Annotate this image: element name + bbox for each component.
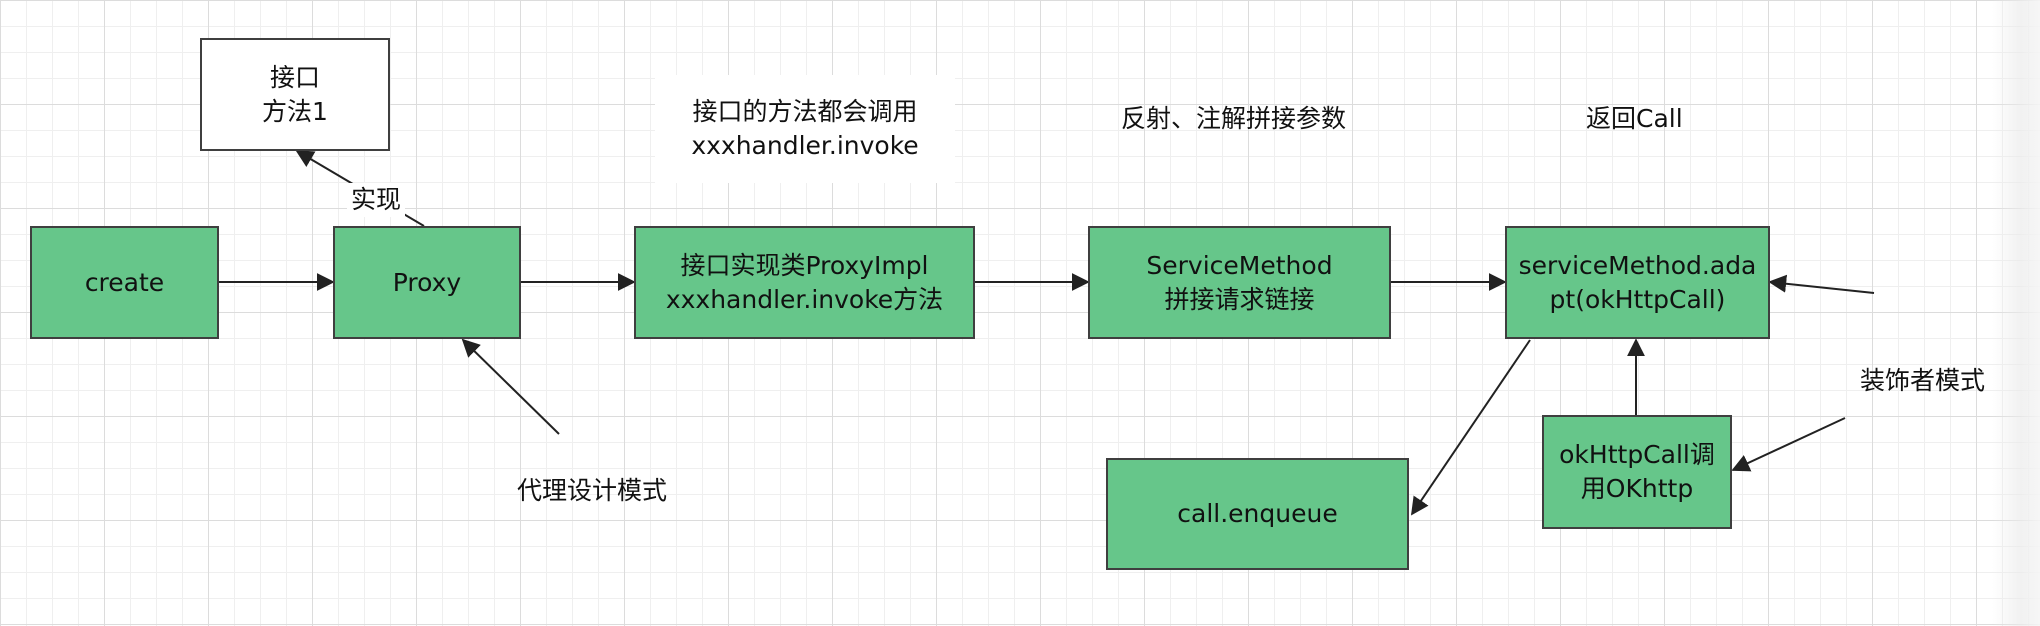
interface-method-box: 接口 方法1 — [200, 38, 390, 151]
proxy-impl-node: 接口实现类ProxyImpl xxxhandler.invoke方法 — [634, 226, 975, 339]
reflection-note-label: 反射、注解拼接参数 — [1121, 104, 1347, 133]
arrow-decorator-to-adapt — [1768, 274, 1875, 294]
okhttpcall-node: okHttpCall调 用OKhttp — [1542, 415, 1732, 529]
proxy-node: Proxy — [333, 226, 521, 339]
invoke-note-label: 接口的方法都会调用 xxxhandler.invoke — [655, 75, 955, 183]
enqueue-node: call.enqueue — [1106, 458, 1409, 570]
arrow-proxy-pattern — [461, 338, 560, 435]
decorator-pattern-label: 装饰者模式 — [1860, 366, 1986, 395]
arrow-decorator-to-okhttpcall — [1731, 417, 1846, 472]
create-node: create — [30, 226, 219, 339]
arrow-adapt-to-enqueue — [1410, 339, 1531, 516]
right-edge-shadow — [1992, 0, 2040, 626]
return-call-label: 返回Call — [1586, 104, 1683, 133]
service-method-node: ServiceMethod 拼接请求链接 — [1088, 226, 1391, 339]
proxy-pattern-label: 代理设计模式 — [517, 476, 668, 505]
implements-label: 实现 — [347, 183, 406, 217]
adapt-node: serviceMethod.ada pt(okHttpCall) — [1505, 226, 1770, 339]
